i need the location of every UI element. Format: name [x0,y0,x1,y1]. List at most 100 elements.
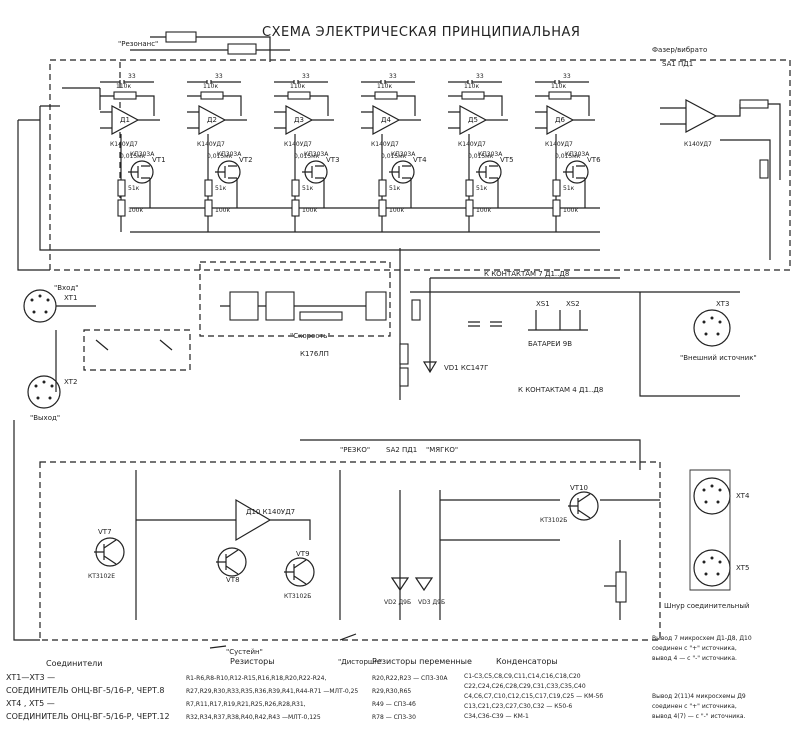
fet-leads [389,165,411,179]
xt1-label: XT1 [64,294,77,302]
resistors-line-1: R1-R6,R8-R10,R12-R15,R16,R18,R20,R22-R24… [186,675,326,682]
connectors-heading: Соединители [46,659,102,668]
connectors-line-1: XT1—XT3 — [6,673,55,682]
xt1-connector: XT1 "Вход" [23,284,79,323]
variable-resistors-heading: Резисторы переменные [372,657,472,666]
stage-r-low [117,179,126,197]
resistors-heading: Резисторы [230,657,275,666]
input-label: "Вход" [54,284,79,292]
stage-r-bottom [465,199,474,217]
opamp-wires [448,111,508,129]
stage-cap [448,80,502,84]
stage-cap [274,80,328,84]
connectors-line-4: СОЕДИНИТЕЛЬ ОНЦ-ВГ-5/16-Р, ЧЕРТ.12 [6,712,170,721]
stage-r-low-label: 51к [215,185,227,192]
vt10-type: КТ3102Б [540,517,567,524]
stage-r-bottom [552,199,561,217]
stage-r-label: 110к [203,83,218,90]
stage-r-bottom-label: 100к [563,207,578,214]
capacitors-line-2: C22,C24,C26,C28,C29,C31,C33,C35,C40 [464,683,586,690]
opamp-symbol [372,104,401,136]
stage-r-label: 110к [116,83,131,90]
stage-r-bottom [291,199,300,217]
stage-feedback-wire [448,95,503,116]
stage-vertical-wires [120,134,151,232]
stage-feedback-wire [100,95,155,116]
capacitors-line-1: C1-C3,C5,C8,C9,C11,C14,C16,C18,C20 [464,673,581,680]
xs1-label: XS1 [536,300,550,308]
fet-ref: VT5 [500,156,514,164]
opamp-symbol [546,104,575,136]
stage-vertical-wires [381,134,412,232]
vt9-transistor: VT9 КТ3102Б [284,550,315,600]
contacts4-label: К КОНТАКТАМ 4 Д1..Д8 [518,386,603,394]
opamp-ref: Д1 [120,116,130,124]
label-phaser: Фазер/вибрато [652,46,707,54]
battery-label: БАТАРЕИ 9В [528,340,572,348]
stage-vertical-wires [207,134,238,232]
stage-c-label: 33 [302,73,310,80]
opamp-wires [100,111,160,129]
variable-line-2: R29,R30,R65 [372,688,411,695]
label-sa2: SA2 ПД1 [386,446,417,454]
vt9-label: VT9 [296,550,310,558]
stage-r-bottom [204,199,213,217]
stage-feedback-wire [274,95,329,116]
opamp-wires [187,111,247,129]
stage-feedback-resistor [287,91,311,100]
stage-c-mid-label: 0,015мк [381,153,407,160]
stage-c-mid-label: 0,015мк [294,153,320,160]
label-soft: "МЯГКО" [426,446,458,454]
stage-r-low-label: 51к [128,185,140,192]
stage-r-bottom-label: 100к [476,207,491,214]
stage-r-low [378,179,387,197]
fet-ref: VT1 [152,156,166,164]
vt10-label: VT10 [570,484,588,492]
fet-ref: VT2 [239,156,253,164]
fet-ref: VT6 [587,156,601,164]
stage-cap [361,80,415,84]
stage-feedback-resistor [374,91,398,100]
stage-r-low-label: 51к [563,185,575,192]
opamp-wires [535,111,595,129]
distortion-label: "Дисторшн" [338,658,382,666]
stage-c-mid-label: 0,015мк [468,153,494,160]
capacitors-line-3: C4,C6,C7,C10,C12,C15,C17,C19,C25 — КМ-5б [464,693,603,700]
stage-vertical-wires [294,134,325,232]
stage-r-low-label: 51к [302,185,314,192]
stage-feedback-resistor [461,91,485,100]
opamp-ref: Д5 [468,116,478,124]
note-line-6: вывод 4(7) — с "-" источника. [652,713,745,720]
stage-r-low [552,179,561,197]
opamp-symbol [285,104,314,136]
stage-c-mid-label: 0,015мк [120,153,146,160]
fet-leads [476,165,498,179]
fet-type: КП303А [565,151,590,158]
stage-c-label: 33 [563,73,571,80]
d10-label: Д10 К140УД7 [246,508,295,516]
fet-type: КП303А [130,151,155,158]
label-sharp: "РЕЗКО" [340,446,370,454]
stage-cap [535,80,589,84]
stage-r-low [204,179,213,197]
stage-r-label: 110к [464,83,479,90]
stage-feedback-wire [187,95,242,116]
stage-vertical-wires [555,134,586,232]
opamp-symbol [459,104,488,136]
opamp-symbol [111,104,140,136]
connectors-line-2: СОЕДИНИТЕЛЬ ОНЦ-ВГ-5/16-Р, ЧЕРТ.8 [6,686,164,695]
opamp-type: К140УД7 [197,141,225,148]
stage-cap [100,80,154,84]
opamp-type: К140УД7 [284,141,312,148]
resistors-line-2: R27,R29,R30,R33,R35,R36,R39,R41,R44-R71 … [186,688,358,695]
stage-r-low [465,179,474,197]
label-resonance: "Резонанс" [118,40,158,48]
xs2-label: XS2 [566,300,580,308]
stage-r-bottom [117,199,126,217]
stage-feedback-wire [535,95,590,116]
stage-r-low-label: 51к [476,185,488,192]
note-line-5: соединен с "+" источника, [652,703,737,710]
note-line-1: Вывод 7 микросхем Д1-Д8, Д10 [652,635,752,642]
fet-leads [563,165,585,179]
